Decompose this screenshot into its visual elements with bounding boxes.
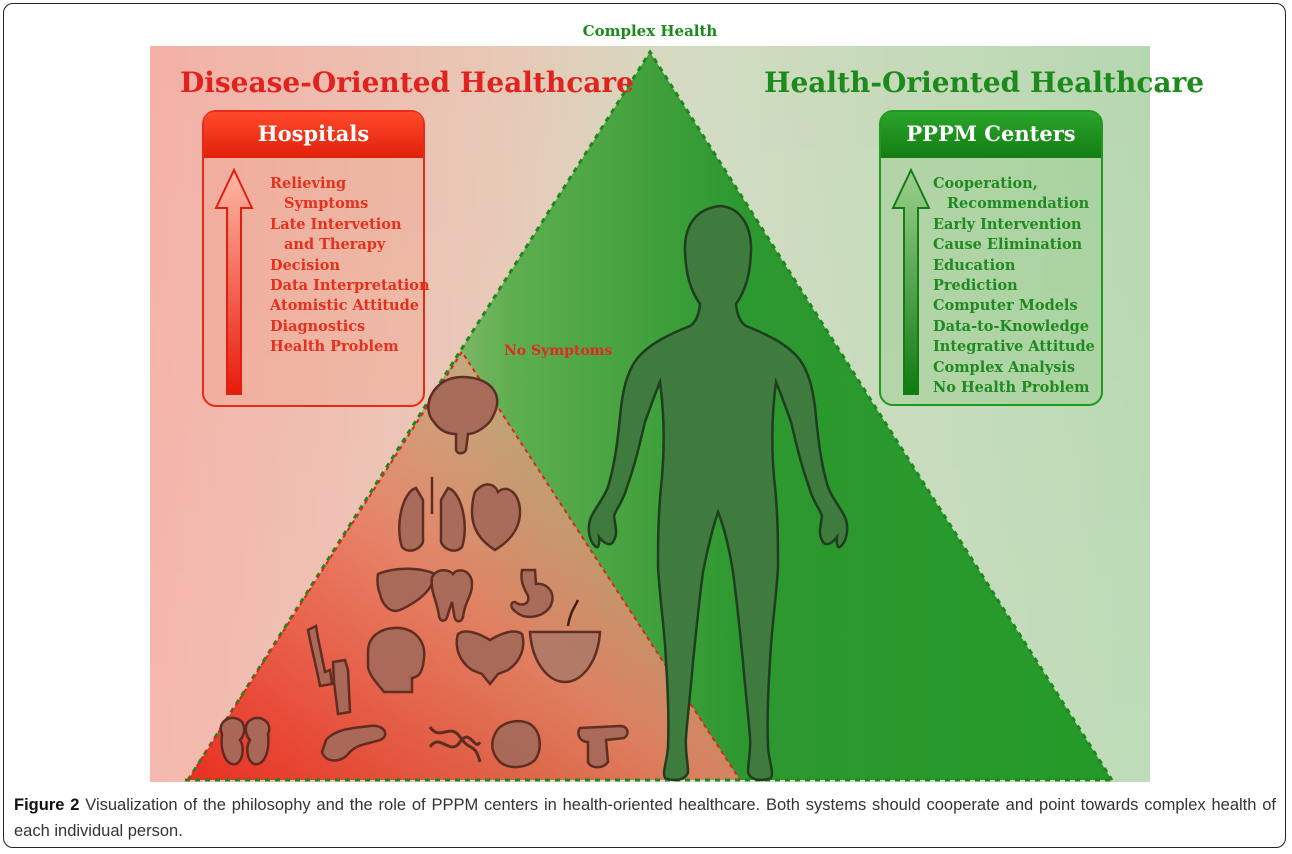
- hospitals-list-item: Diagnostics: [270, 317, 366, 335]
- pppm-list-item: Early Intervention: [933, 215, 1082, 233]
- hospitals-header: Hospitals: [204, 112, 423, 158]
- pppm-list-item: Computer Models: [933, 297, 1078, 315]
- pppm-list-item: Prediction: [933, 277, 1018, 295]
- dna-icon: [428, 726, 482, 763]
- pppm-list-item: Cause Elimination: [933, 236, 1083, 254]
- diagram-graphic: [150, 46, 1150, 782]
- heart-icon: [470, 483, 522, 552]
- figure-caption: Figure 2 Visualization of the philosophy…: [14, 792, 1276, 844]
- bone-joint-icon: [306, 624, 352, 716]
- figure-frame: [3, 3, 1286, 848]
- tooth-icon: [430, 569, 474, 623]
- caption-text: Visualization of the philosophy and the …: [14, 796, 1276, 840]
- hospitals-list-item: Data Interpretation: [270, 277, 430, 295]
- hospitals-list-item: Late Intervetion: [270, 215, 402, 233]
- health-oriented-title: Health-Oriented Healthcare: [764, 66, 1205, 99]
- intestine-icon: [577, 724, 629, 769]
- skull-icon: [366, 626, 426, 694]
- no-symptoms-label: No Symptoms: [504, 343, 613, 359]
- up-arrow-icon: [891, 168, 931, 395]
- pppm-centers-header: PPPM Centers: [881, 112, 1101, 158]
- hospitals-list-item: Health Problem: [270, 338, 399, 356]
- hospitals-list-item: Relieving: [270, 175, 347, 192]
- kidneys-icon: [219, 716, 271, 766]
- figure-label: Figure 2: [14, 796, 80, 814]
- complex-health-label: Complex Health: [582, 22, 718, 40]
- pppm-list-item: Data-to-Knowledge: [933, 317, 1090, 335]
- pppm-list-item: Education: [933, 256, 1016, 274]
- hospitals-list-item: and Therapy: [284, 236, 386, 254]
- hospitals-list-item: Atomistic Attitude: [270, 297, 419, 315]
- liver-icon: [376, 567, 437, 613]
- eye-icon: [491, 720, 541, 769]
- pelvis-icon: [455, 630, 525, 687]
- pppm-list-item: Complex Analysis: [933, 358, 1076, 376]
- up-arrow-icon: [214, 168, 254, 395]
- pppm-list-item: No Health Problem: [933, 379, 1090, 397]
- pancreas-icon: [320, 724, 387, 762]
- brain-icon: [427, 375, 499, 455]
- hospitals-list-item: Decision: [270, 256, 341, 274]
- pppm-list-item: Cooperation,: [933, 175, 1038, 192]
- disease-oriented-title: Disease-Oriented Healthcare: [180, 66, 634, 99]
- pppm-list-item: Recommendation: [947, 195, 1090, 213]
- hospitals-list-item: Symptoms: [284, 195, 369, 213]
- diagram: Complex Health Disease-Oriented Healthca…: [150, 22, 1204, 782]
- lungs-icon: [398, 477, 466, 552]
- human-figure-icon: [587, 204, 849, 782]
- skin-icon: [528, 599, 602, 684]
- stomach-icon: [510, 568, 554, 619]
- pppm-list-item: Integrative Attitude: [933, 338, 1095, 356]
